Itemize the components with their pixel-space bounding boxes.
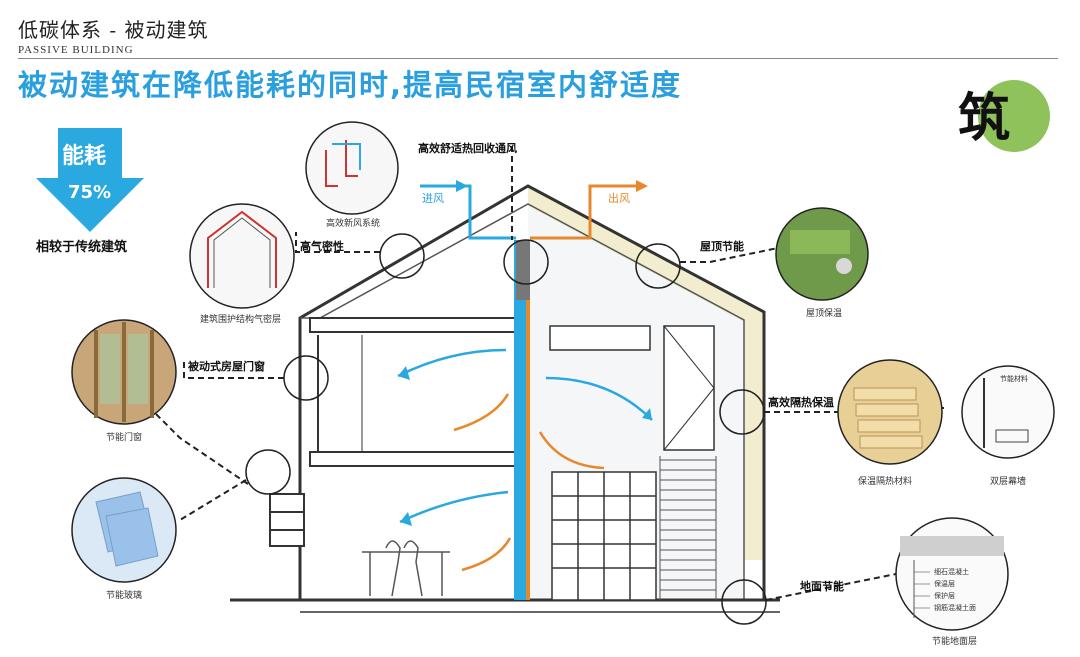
caption-fresh-air-system: 高效新风系统 (326, 219, 381, 229)
label-roof-energy: 屋顶节能 (700, 240, 744, 253)
label-airtight: 高气密性 (300, 240, 344, 253)
dining-furniture (362, 540, 450, 597)
caption-floor: 节能地面层 (932, 637, 978, 647)
label-outflow: 出风 (608, 192, 630, 205)
energy-percent: 75% (68, 182, 112, 203)
floor-detail-circle (721, 579, 767, 625)
energy-down-arrow-icon (36, 128, 144, 232)
floor-layer-2: 保温层 (934, 580, 955, 588)
caption-double-curtain: 双层幕墙 (990, 477, 1027, 487)
cold-air-arrow-3 (545, 376, 653, 421)
caption-roof-insulation: 屋顶保温 (806, 309, 843, 319)
leader-lines (129, 146, 944, 601)
airtight-detail-circle (379, 233, 425, 279)
caption-insulation-material: 保温隔热材料 (858, 477, 913, 487)
roof-detail-circle (635, 243, 681, 289)
section-title: 低碳体系 - 被动建筑 (18, 18, 209, 42)
badge-character: 筑 (958, 88, 1011, 149)
wall-insulation-layer (528, 186, 764, 560)
glass-detail-circle (245, 449, 291, 495)
caption-window: 节能门窗 (106, 433, 143, 443)
label-passive-window: 被动式房屋门窗 (188, 360, 265, 373)
central-duct (514, 240, 526, 600)
outflow-duct (530, 184, 640, 240)
label-ventilation: 高效舒适热回收通风 (418, 142, 517, 155)
warm-air-arrow-2 (461, 537, 512, 572)
floor-layer-1: 细石混凝土 (934, 568, 969, 576)
label-insulation: 高效隔热保温 (768, 396, 834, 409)
label-floor-energy: 地面节能 (800, 580, 844, 593)
warm-air-arrow-3 (538, 431, 605, 470)
energy-word: 能耗 (62, 144, 107, 169)
caption-glass: 节能玻璃 (106, 591, 143, 601)
floor-layer-4: 钢筋混凝土面 (934, 604, 976, 612)
envelope-image (189, 203, 295, 309)
section-subtitle: PASSIVE BUILDING (18, 44, 134, 56)
fresh-air-system-image (305, 121, 399, 215)
window-detail-circle (283, 355, 329, 401)
interior-door (663, 325, 715, 451)
middle-floor-slab (309, 451, 527, 467)
label-inflow: 进风 (422, 192, 444, 205)
inflow-duct (420, 184, 516, 240)
duct-detail-circle (503, 239, 549, 285)
header-divider (18, 58, 1058, 59)
cold-air-arrow-2 (399, 490, 509, 524)
upper-floor-slab (309, 317, 521, 333)
caption-envelope: 建筑围护结构气密层 (200, 315, 282, 325)
cold-air-arrow-1 (397, 348, 507, 378)
glass-door (551, 471, 657, 601)
floor-layer-3: 保护层 (934, 592, 955, 600)
caption-curtain-detail: 节能材料 (1000, 375, 1028, 383)
headline: 被动建筑在降低能耗的同时,提高民宿室内舒适度 (18, 68, 683, 102)
badge-circle (978, 80, 1050, 152)
energy-caption: 相较于传统建筑 (36, 240, 128, 255)
warm-air-arrow-1 (453, 393, 510, 432)
